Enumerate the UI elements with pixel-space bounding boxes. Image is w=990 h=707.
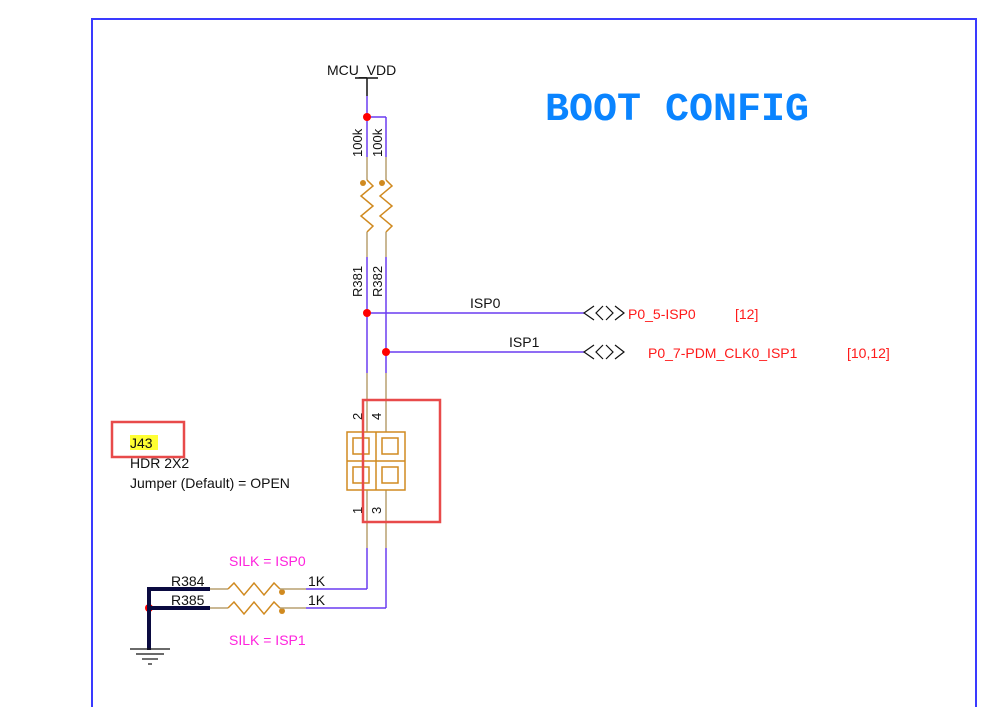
- pins-highlight-box: [361, 398, 442, 524]
- isp1-net-label: ISP1: [509, 334, 540, 350]
- pin-number-4: 4: [369, 413, 384, 420]
- isp1-port-label[interactable]: P0_7-PDM_CLK0_ISP1: [648, 345, 798, 361]
- ground-icon: [130, 648, 170, 665]
- resistor-r385: R385 1K SILK = ISP1: [171, 592, 326, 648]
- r385-silk: SILK = ISP1: [229, 632, 306, 648]
- isp0-page-ref[interactable]: [12]: [735, 306, 758, 322]
- refdes-highlight: [130, 435, 158, 450]
- j43-label-group: J43 HDR 2X2 Jumper (Default) = OPEN: [110, 420, 290, 491]
- resistor-r381: 100k R381: [350, 128, 375, 297]
- r384-refdes: R384: [171, 573, 205, 589]
- header-pin-pad: [381, 466, 399, 484]
- r385-value: 1K: [308, 592, 326, 608]
- isp1-page-ref[interactable]: [10,12]: [847, 345, 890, 361]
- net-isp0: ISP0 P0_5-ISP0 [12]: [367, 295, 758, 322]
- net-isp1: ISP1 P0_7-PDM_CLK0_ISP1 [10,12]: [386, 334, 890, 361]
- r382-value: 100k: [370, 128, 385, 157]
- power-symbol-mcu-vdd: MCU_VDD: [327, 62, 396, 96]
- header-pin-pad: [352, 466, 370, 484]
- junction-dot: [363, 309, 371, 317]
- sheet-title: BOOT CONFIG: [545, 88, 809, 133]
- j43-note: Jumper (Default) = OPEN: [130, 475, 290, 491]
- refdes-highlight-box: [110, 420, 186, 459]
- pin-number-3: 3: [369, 507, 384, 514]
- j43-refdes: J43: [130, 435, 153, 451]
- header-pin-pad: [381, 437, 399, 455]
- resistor-r384: R384 1K SILK = ISP0: [171, 553, 326, 597]
- bidirectional-port-icon: [582, 344, 625, 360]
- r381-value: 100k: [350, 128, 365, 157]
- r384-value: 1K: [308, 573, 326, 589]
- junction-dots: [145, 113, 390, 612]
- ground-bus: [147, 587, 210, 650]
- header-j43: 2 4 1 3: [346, 413, 406, 514]
- r384-silk: SILK = ISP0: [229, 553, 306, 569]
- power-net-label: MCU_VDD: [327, 62, 396, 78]
- isp0-port-label[interactable]: P0_5-ISP0: [628, 306, 696, 322]
- resistor-r382: 100k R382: [370, 128, 394, 297]
- r385-refdes: R385: [171, 592, 205, 608]
- isp-vertical-wires: [366, 257, 387, 548]
- sheet-border: [91, 18, 977, 707]
- bidirectional-port-icon: [582, 305, 625, 321]
- j43-type: HDR 2X2: [130, 455, 189, 471]
- r382-refdes: R382: [370, 266, 385, 297]
- junction-dot: [363, 113, 371, 121]
- isp0-net-label: ISP0: [470, 295, 501, 311]
- pin-number-2: 2: [350, 413, 365, 420]
- header-pin-pad: [352, 437, 370, 455]
- pin-number-1: 1: [350, 507, 365, 514]
- r381-refdes: R381: [350, 266, 365, 297]
- junction-dot: [382, 348, 390, 356]
- pulldown-wires: [306, 548, 387, 609]
